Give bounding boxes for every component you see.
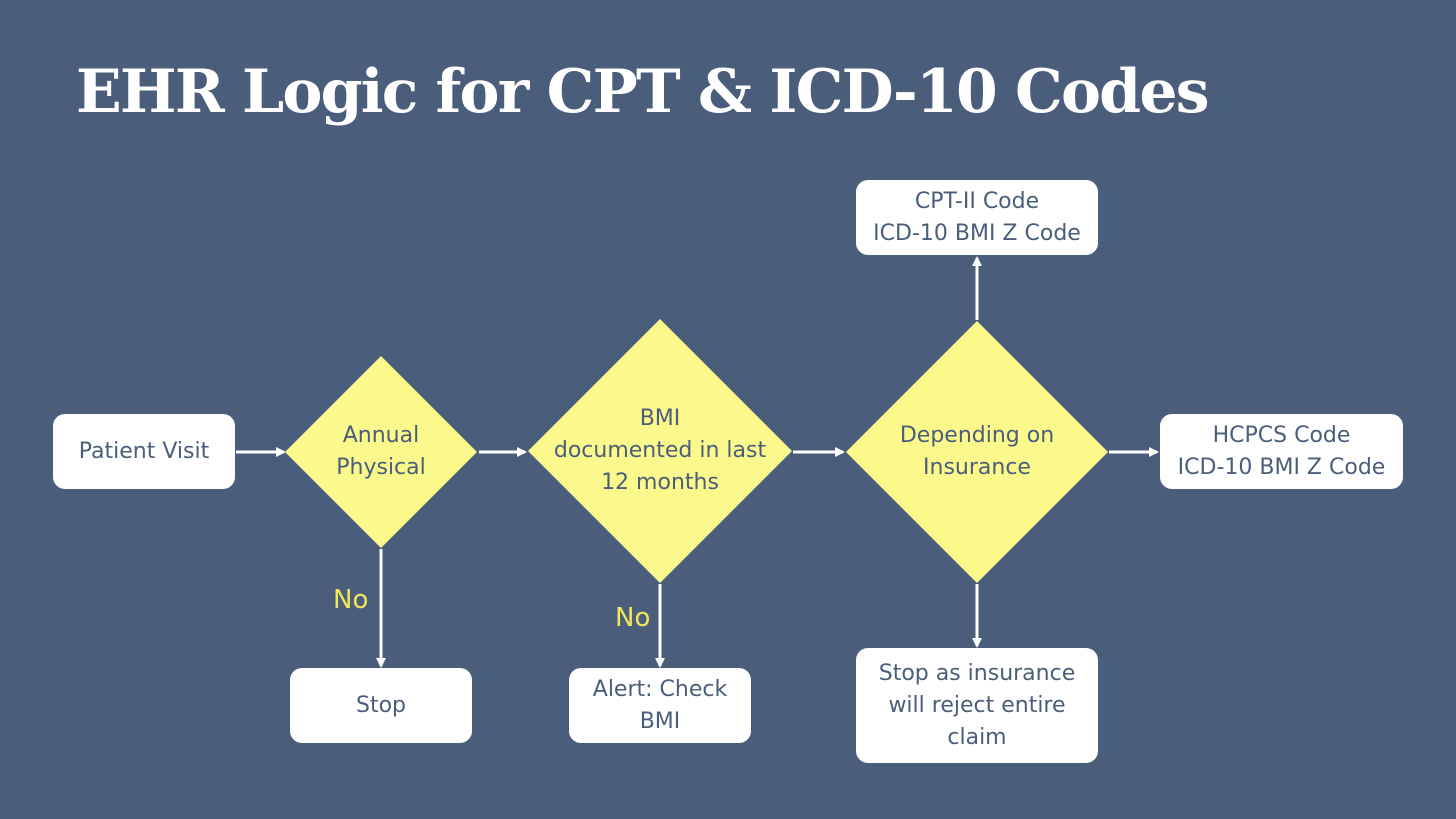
stop-label: Stop — [355, 692, 406, 718]
hcpcs-code-line-2: ICD-10 BMI Z Code — [1177, 454, 1386, 480]
stop-insurance-line-2: will reject entire — [888, 692, 1066, 718]
patient-visit-label: Patient Visit — [78, 438, 210, 464]
hcpcs-code-box: HCPCS Code ICD-10 BMI Z Code — [1160, 414, 1403, 489]
stop-insurance-line-3: claim — [947, 724, 1007, 750]
bmi-documented-line-2: documented in last — [553, 438, 767, 463]
insurance-label: Depending on Insurance — [867, 412, 1087, 492]
alert-check-bmi-line-2: BMI — [639, 708, 681, 734]
bmi-documented-label: BMI documented in last 12 months — [540, 401, 780, 501]
cpt-ii-code-line-2: ICD-10 BMI Z Code — [873, 220, 1081, 246]
bmi-documented-diamond — [528, 319, 792, 583]
stop-box: Stop — [290, 668, 472, 743]
hcpcs-code-line-1: HCPCS Code — [1212, 422, 1351, 448]
insurance-line-2: Insurance — [923, 455, 1031, 480]
annual-physical-line-2: Physical — [336, 455, 426, 480]
cpt-ii-code-line-1: CPT-II Code — [914, 188, 1040, 214]
stop-insurance-line-1: Stop as insurance — [878, 660, 1076, 686]
alert-check-bmi-box: Alert: Check BMI — [569, 668, 751, 743]
bmi-no-label: No — [615, 603, 651, 633]
alert-check-bmi-line-1: Alert: Check — [592, 676, 728, 702]
physical-no-label: No — [333, 585, 369, 615]
annual-physical-diamond — [285, 356, 477, 548]
insurance-diamond — [846, 321, 1108, 583]
page-title: EHR Logic for CPT & ICD-10 Codes — [76, 57, 1209, 127]
stop-insurance-box: Stop as insurance will reject entire cla… — [856, 648, 1098, 763]
annual-physical-label: Annual Physical — [291, 412, 471, 492]
bmi-documented-line-3: 12 months — [601, 470, 719, 495]
insurance-line-1: Depending on — [899, 423, 1055, 448]
bmi-documented-line-1: BMI — [639, 406, 681, 431]
annual-physical-line-1: Annual — [342, 423, 420, 448]
patient-visit-box: Patient Visit — [53, 414, 235, 489]
cpt-ii-code-box: CPT-II Code ICD-10 BMI Z Code — [856, 180, 1098, 255]
